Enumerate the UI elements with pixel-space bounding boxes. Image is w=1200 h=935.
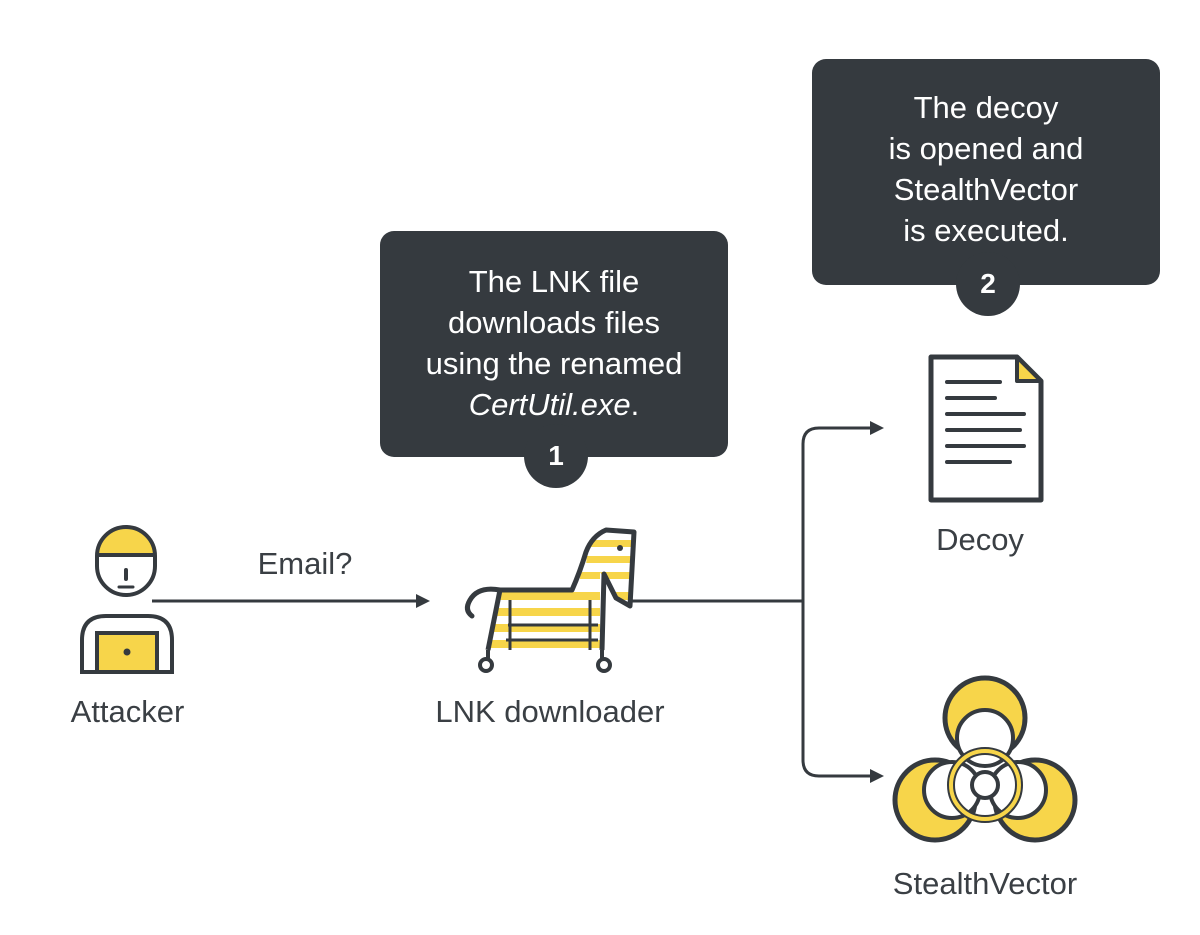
step-badge-1: 1 <box>524 424 588 488</box>
trojan-horse-icon <box>464 527 637 673</box>
edge-label-email: Email? <box>257 546 353 581</box>
callout-step-2-line-3: StealthVector <box>893 172 1079 207</box>
biohazard-icon <box>892 675 1078 843</box>
callout-step-1-line-1: The LNK file <box>468 264 640 299</box>
callout-step-1: The LNK file downloads files using the r… <box>380 231 728 457</box>
edge-attacker-to-lnk <box>152 594 430 608</box>
node-label-lnk-downloader: LNK downloader <box>435 694 665 729</box>
node-label-attacker: Attacker <box>70 694 185 729</box>
callout-step-2: The decoy is opened and StealthVector is… <box>812 59 1160 285</box>
edge-lnk-to-branches <box>632 421 884 783</box>
callout-step-1-filename: CertUtil.exe <box>468 387 631 422</box>
callout-step-2-line-2: is opened and <box>888 131 1084 166</box>
callout-step-1-period: . <box>630 387 640 422</box>
node-label-stealthvector: StealthVector <box>892 866 1078 901</box>
callout-step-1-line-2: downloads files <box>448 305 660 340</box>
document-icon <box>928 354 1044 503</box>
callout-step-1-line-4: CertUtil.exe. <box>380 384 728 425</box>
callout-step-2-line-4: is executed. <box>903 213 1069 248</box>
callout-step-1-line-3: using the renamed <box>425 346 683 381</box>
node-label-decoy: Decoy <box>936 522 1024 557</box>
attacker-icon <box>80 525 174 674</box>
step-badge-2: 2 <box>956 252 1020 316</box>
callout-step-2-line-1: The decoy <box>913 90 1059 125</box>
